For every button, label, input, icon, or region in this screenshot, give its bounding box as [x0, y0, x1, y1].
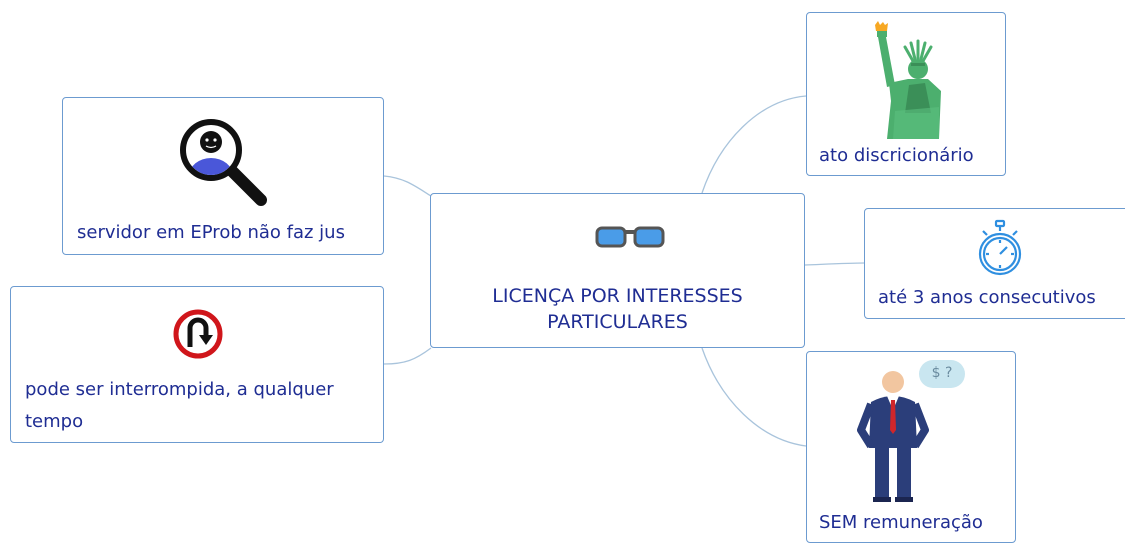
node-anos[interactable]: até 3 anos consecutivos	[864, 208, 1125, 319]
connector-anos	[804, 262, 865, 266]
u-turn-sign-icon	[173, 309, 223, 359]
central-topic[interactable]: LICENÇA POR INTERESSES PARTICULARES	[430, 193, 805, 348]
connector-discricionario	[701, 95, 807, 194]
node-discricionario[interactable]: ato discricionário	[806, 12, 1006, 176]
central-title-line1: LICENÇA POR INTERESSES	[492, 285, 743, 307]
statue-of-liberty-icon	[875, 21, 941, 139]
node-remuneracao[interactable]: $ ? SEM remuneração	[806, 351, 1016, 543]
discricionario-label: ato discricionário	[819, 145, 974, 166]
node-eprob[interactable]: servidor em EProb não faz jus	[62, 97, 384, 255]
interrompida-label-line2: tempo	[25, 411, 84, 432]
remuneracao-label: SEM remuneração	[819, 512, 983, 533]
businessman-icon	[857, 371, 929, 502]
interrompida-label-line1: pode ser interrompida, a qualquer	[25, 379, 334, 400]
anos-label: até 3 anos consecutivos	[878, 287, 1096, 308]
central-title-line2: PARTICULARES	[547, 311, 688, 333]
connector-interrompida	[383, 347, 432, 365]
question-bubble-text: $ ?	[931, 365, 953, 381]
node-interrompida[interactable]: pode ser interrompida, a qualquer tempo	[10, 286, 384, 443]
glasses-icon	[595, 226, 665, 248]
question-bubble: $ ?	[919, 360, 965, 388]
eprob-label: servidor em EProb não faz jus	[77, 222, 345, 243]
connector-eprob	[383, 175, 432, 197]
connector-remuneracao	[701, 347, 807, 447]
magnifier-person-icon	[180, 119, 267, 206]
stopwatch-icon	[978, 219, 1022, 276]
